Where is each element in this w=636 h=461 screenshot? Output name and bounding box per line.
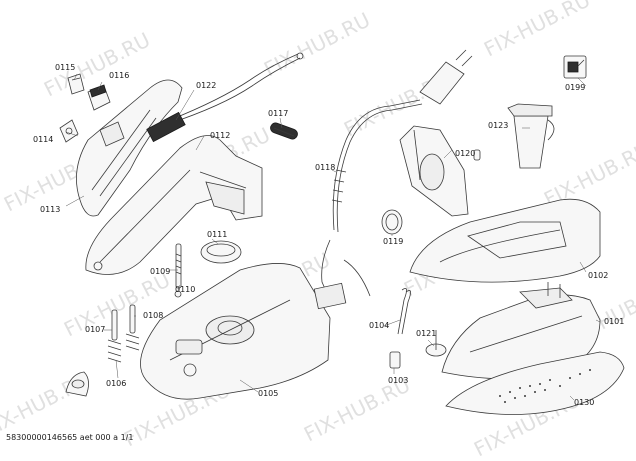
part-0103-drawing xyxy=(389,351,401,369)
part-label-0102: 0102 xyxy=(588,271,609,280)
part-label-0122: 0122 xyxy=(196,81,217,90)
part-0101-drawing xyxy=(441,282,601,380)
part-0199-drawing xyxy=(563,55,587,79)
part-label-0112: 0112 xyxy=(210,131,231,140)
part-label-0105: 0105 xyxy=(258,389,279,398)
part-0106-drawing xyxy=(65,371,89,397)
part-0119-drawing xyxy=(381,209,403,235)
footer-code: 58300000146565 aet 000 a 1/1 xyxy=(6,433,134,442)
part-label-0118: 0118 xyxy=(315,163,336,172)
part-0118-drawing xyxy=(313,99,423,310)
part-0107-drawing xyxy=(107,309,122,363)
part-0111-drawing xyxy=(200,240,242,264)
part-0112-drawing xyxy=(85,135,263,275)
part-label-0107: 0107 xyxy=(85,325,106,334)
part-label-0116: 0116 xyxy=(109,71,130,80)
part-0108-drawing xyxy=(125,304,140,351)
power-plug-drawing xyxy=(419,49,473,105)
part-label-0130: 0130 xyxy=(574,398,595,407)
part-label-0101: 0101 xyxy=(604,317,625,326)
part-label-0110: 0110 xyxy=(175,285,196,294)
part-label-0111: 0111 xyxy=(207,230,228,239)
part-0130-drawing xyxy=(445,351,625,415)
part-label-0103: 0103 xyxy=(388,376,409,385)
part-label-0115: 0115 xyxy=(55,63,76,72)
part-label-0114: 0114 xyxy=(33,135,54,144)
part-0120-drawing xyxy=(399,125,469,217)
part-0116-drawing xyxy=(87,84,111,111)
part-0120-pin-drawing xyxy=(473,149,481,161)
part-label-0117: 0117 xyxy=(268,109,289,118)
part-0105-drawing xyxy=(140,263,331,400)
part-label-0199: 0199 xyxy=(565,83,586,92)
part-label-0123: 0123 xyxy=(488,121,509,130)
part-label-0119: 0119 xyxy=(383,237,404,246)
part-label-0106: 0106 xyxy=(106,379,127,388)
part-0117-drawing xyxy=(270,122,298,140)
part-0123-drawing xyxy=(507,103,555,169)
part-label-0109: 0109 xyxy=(150,267,171,276)
part-0122-drawing xyxy=(146,52,304,143)
part-0113-drawing xyxy=(76,79,183,217)
part-0121-drawing xyxy=(425,330,447,357)
part-0115-drawing xyxy=(67,73,85,95)
part-0104-drawing xyxy=(397,287,411,335)
part-0110-drawing xyxy=(174,290,182,298)
part-0102-drawing xyxy=(409,198,601,283)
exploded-parts-diagram xyxy=(59,49,625,415)
part-0109-drawing xyxy=(175,243,182,289)
part-label-0120: 0120 xyxy=(455,149,476,158)
part-label-0104: 0104 xyxy=(369,321,390,330)
part-label-0113: 0113 xyxy=(40,205,61,214)
part-label-0121: 0121 xyxy=(416,329,437,338)
leader-lines xyxy=(65,73,601,401)
part-label-0108: 0108 xyxy=(143,311,164,320)
part-0114-drawing xyxy=(59,119,79,143)
